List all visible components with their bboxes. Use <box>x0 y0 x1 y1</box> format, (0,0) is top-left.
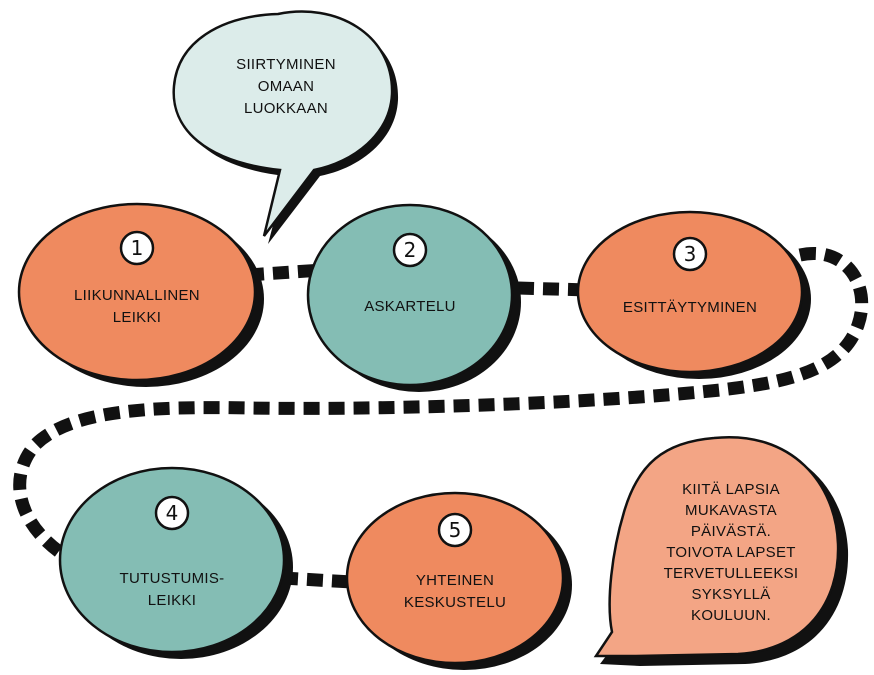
end-bubble-line: MUKAVASTA <box>685 502 777 519</box>
step-4-label: TUTUSTUMIS- <box>120 570 225 587</box>
connector-1-2 <box>247 263 323 282</box>
step-4-number: 4 <box>166 501 179 525</box>
speech-bubble-top-body <box>172 10 394 237</box>
step-3-circle <box>576 210 804 374</box>
end-bubble-line: SYKSYLLÄ <box>691 586 770 603</box>
step-5-label: KESKUSTELU <box>404 594 506 611</box>
speech-bubble-end-body <box>593 435 840 658</box>
speech-bubble-top-text: SIIRTYMINEN OMAAN LUOKKAAN <box>236 56 336 117</box>
step-1-number: 1 <box>131 236 144 260</box>
speech-bubble-end: KIITÄ LAPSIA MUKAVASTA PÄIVÄSTÄ. TOIVOTA LA… <box>593 435 849 666</box>
step-4-label: LEIKKI <box>148 592 197 609</box>
end-bubble-line: KIITÄ LAPSIA <box>682 481 780 498</box>
step-4-number-badge <box>154 495 190 531</box>
top-bubble-line: LUOKKAAN <box>244 100 328 117</box>
end-bubble-line: KOULUUN. <box>691 607 771 624</box>
connector-4-5 <box>281 571 353 589</box>
step-1-label: LEIKKI <box>113 309 162 326</box>
step-3-label: ESITTÄYTYMINEN <box>623 299 757 316</box>
step-5-number-badge <box>437 512 473 548</box>
end-bubble-line: TOIVOTA LAPSET <box>666 544 796 561</box>
end-bubble-line: PÄIVÄSTÄ. <box>691 523 771 540</box>
step-1-circle <box>17 202 257 382</box>
step-5-circle <box>345 491 565 665</box>
step-2-number: 2 <box>404 238 417 262</box>
speech-bubble-end-text: KIITÄ LAPSIA MUKAVASTA PÄIVÄSTÄ. TOIVOTA LA… <box>664 481 799 624</box>
speech-bubble-top: SIIRTYMINEN OMAAN LUOKKAAN <box>172 10 399 244</box>
end-bubble-line: TERVETULLEEKSI <box>664 565 799 582</box>
step-2-label: ASKARTELU <box>364 298 456 315</box>
path-connectors <box>13 247 869 589</box>
step-5-label: YHTEINEN <box>416 572 494 589</box>
connector-2-3 <box>517 281 589 297</box>
step-2-circle <box>306 203 514 387</box>
step-3-number: 3 <box>684 242 697 266</box>
step-1-number-badge <box>119 230 155 266</box>
connector-3-loop <box>13 247 869 566</box>
step-4-circle <box>58 466 286 654</box>
step-5-number: 5 <box>449 518 462 542</box>
top-bubble-line: OMAAN <box>258 78 315 95</box>
step-2-number-badge <box>392 232 428 268</box>
step-1-label: LIIKUNNALLINEN <box>74 287 200 304</box>
top-bubble-line: SIIRTYMINEN <box>236 56 336 73</box>
step-3-number-badge <box>672 236 708 272</box>
